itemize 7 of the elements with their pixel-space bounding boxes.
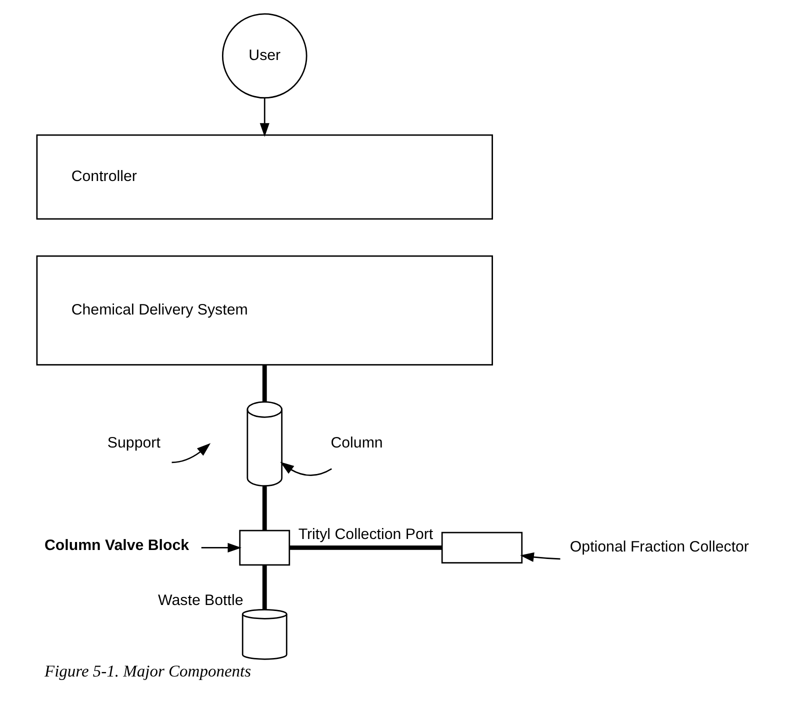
node-text: Optional Fraction Collector bbox=[569, 538, 748, 556]
edge-label: Trityl Collection Port bbox=[298, 526, 433, 544]
node-text: Column bbox=[330, 434, 382, 452]
caption: Figure 5-1. Major Components bbox=[44, 661, 251, 680]
node-label: Waste Bottle bbox=[158, 592, 243, 610]
node-text: Support bbox=[106, 434, 160, 452]
node-text: Column Valve Block bbox=[44, 537, 189, 554]
